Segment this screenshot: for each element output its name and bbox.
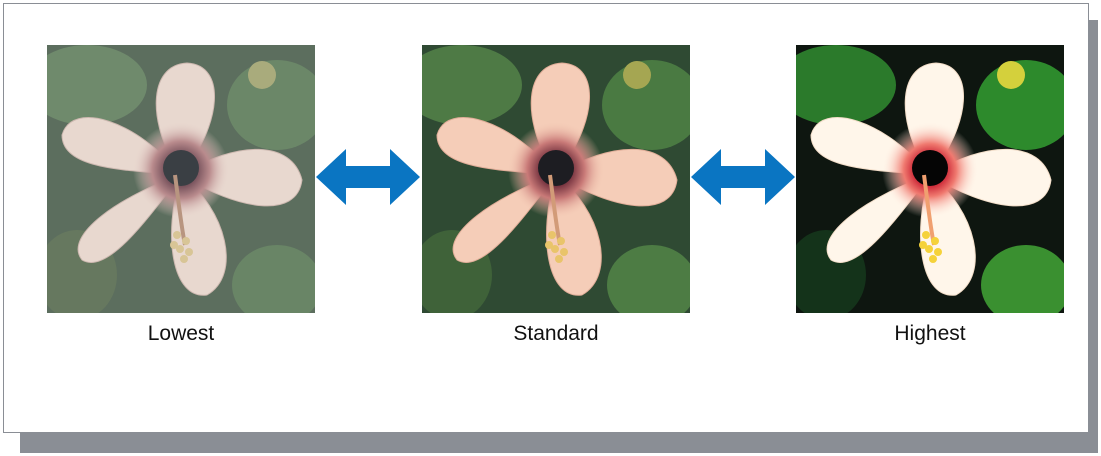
flower-image-highest (796, 45, 1064, 313)
flower-image-lowest (47, 45, 315, 313)
hibiscus-highest-image (796, 45, 1064, 313)
hibiscus-lowest-image (47, 45, 315, 313)
caption-lowest: Lowest (147, 322, 215, 345)
hibiscus-standard-image (422, 45, 690, 313)
contrast-comparison-panel: Lowest (3, 3, 1089, 433)
double-headed-arrow-icon (316, 149, 420, 205)
double-headed-arrow-icon (691, 149, 795, 205)
caption-highest: Highest (894, 322, 966, 345)
flower-image-standard (422, 45, 690, 313)
caption-standard: Standard (513, 322, 599, 345)
